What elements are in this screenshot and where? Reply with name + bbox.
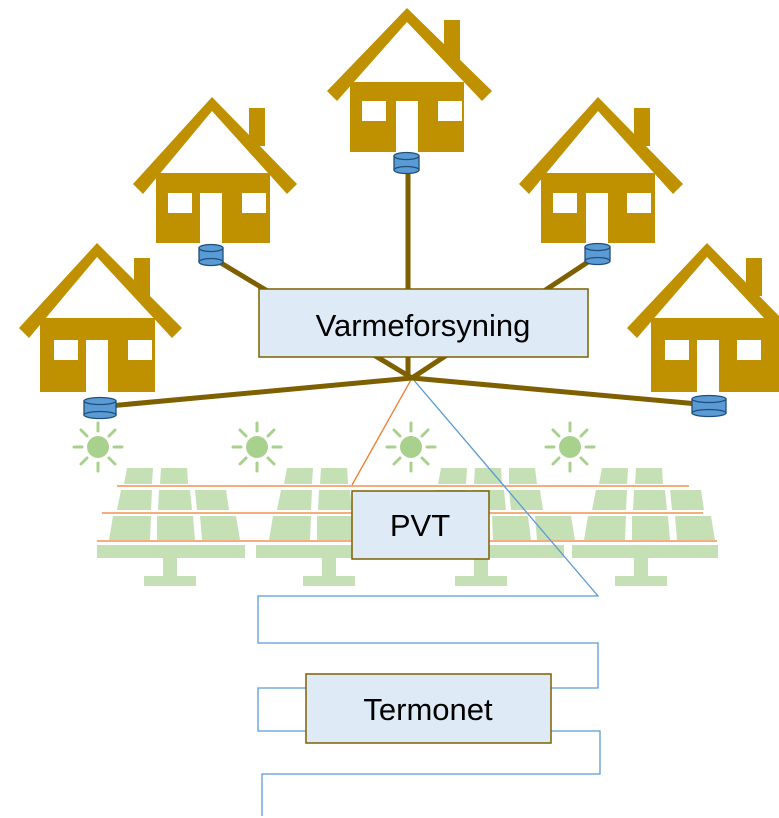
varmeforsyning-label: Varmeforsyning (316, 308, 531, 343)
heat-meter-icon (83, 396, 117, 420)
heat-meter-icon (393, 151, 420, 175)
houses (19, 8, 779, 392)
solar-panel-icon (572, 468, 718, 586)
sun-icon (544, 421, 596, 473)
heat-meter-icon (198, 243, 224, 267)
termonet-loop (257, 377, 601, 816)
house-icon (133, 97, 297, 243)
termonet-box: Termonet (305, 673, 552, 744)
heat-meter-icon (584, 242, 611, 266)
house-icon (19, 243, 182, 392)
sun-icon (231, 421, 283, 473)
pvt-label: PVT (390, 508, 450, 543)
heat-meter-icon (691, 394, 727, 418)
varmeforsyning-box: Varmeforsyning (258, 288, 589, 358)
heat-meters (83, 151, 727, 420)
sun-icon (385, 421, 437, 473)
house-icon (519, 97, 683, 243)
pvt-box: PVT (351, 490, 490, 560)
solar-panel-icon (97, 468, 245, 586)
house-icon (327, 8, 492, 152)
house-icon (627, 243, 779, 392)
termonet-label: Termonet (363, 692, 493, 727)
suns (72, 421, 596, 473)
sun-icon (72, 421, 124, 473)
